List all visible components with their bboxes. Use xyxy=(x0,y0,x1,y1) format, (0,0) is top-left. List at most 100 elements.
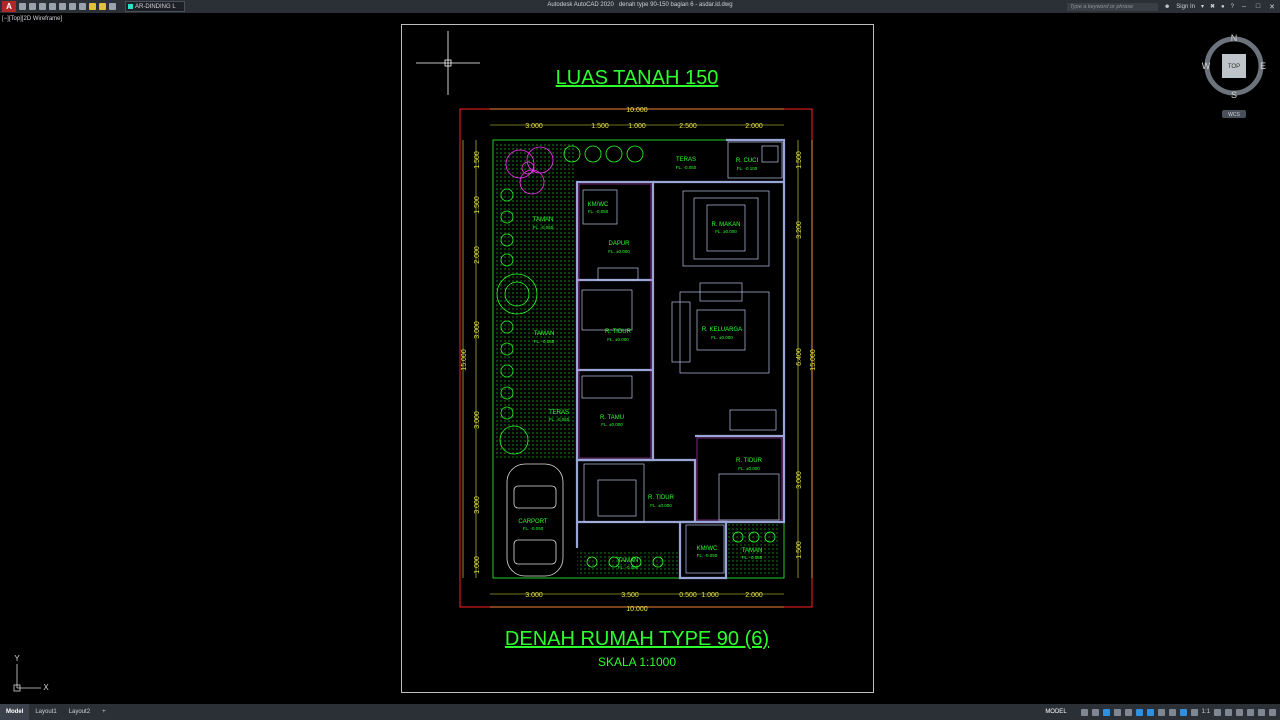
tab-layout1[interactable]: Layout1 xyxy=(35,709,57,715)
status-tools: MODEL 1:1 xyxy=(1045,704,1276,720)
lineweight-icon[interactable] xyxy=(1157,708,1165,716)
dim-top-2: 1.500 xyxy=(591,123,609,130)
undo-icon[interactable] xyxy=(69,3,76,10)
viewcube[interactable]: TOP N S E W WCS xyxy=(1202,33,1266,118)
sign-in-link[interactable]: Sign In xyxy=(1176,3,1195,10)
save-icon[interactable] xyxy=(39,3,46,10)
isodraft-icon[interactable] xyxy=(1124,708,1132,716)
dim-bottom-3: 0.500 xyxy=(679,592,697,599)
room-level-bath-1: FL. -0.050 xyxy=(588,209,609,214)
room-level-bedroom-1: FL. ±0.000 xyxy=(607,337,629,342)
autocad-logo-icon[interactable]: A xyxy=(2,1,16,12)
dim-left-3: 2.000 xyxy=(474,246,481,264)
redo-icon[interactable] xyxy=(79,3,86,10)
hardware-acceleration-icon[interactable] xyxy=(1247,708,1254,716)
layer-dropdown[interactable]: AR-DINDING L xyxy=(125,1,185,12)
compass-e[interactable]: E xyxy=(1260,61,1266,71)
garden-hatch xyxy=(495,142,575,458)
user-icon[interactable]: ☻ xyxy=(1163,3,1171,10)
annotation-visibility-icon[interactable] xyxy=(1190,708,1198,716)
side-garden-hatch xyxy=(728,522,780,574)
viewcube-top-label: TOP xyxy=(1228,64,1240,70)
viewcube-face[interactable] xyxy=(1222,54,1246,78)
room-level-family: FL. ±0.000 xyxy=(711,335,733,340)
tab-model[interactable]: Model xyxy=(0,704,30,720)
room-name-carport: CARPORT xyxy=(518,519,548,525)
bottom-title: DENAH RUMAH TYPE 90 (6) xyxy=(505,628,769,650)
dim-left-total: 15.000 xyxy=(461,349,468,371)
tab-layout2[interactable]: Layout2 xyxy=(68,709,91,715)
isolate-objects-icon[interactable] xyxy=(1236,708,1243,716)
room-name-bath-2: KM/WC xyxy=(697,546,718,552)
save-as-icon[interactable] xyxy=(49,3,56,10)
object-snap-tracking-icon[interactable] xyxy=(1135,708,1143,716)
selection-cycling-icon[interactable] xyxy=(1179,708,1187,716)
dimension-texts: 10.000 3.000 1.500 1.000 2.500 2.000 3.0… xyxy=(461,107,817,613)
room-name-kitchen: DAPUR xyxy=(608,241,630,247)
restore-button[interactable]: □ xyxy=(1255,3,1261,10)
dim-right-2: 3.200 xyxy=(796,221,803,239)
dim-left-2: 1.500 xyxy=(474,196,481,214)
room-name-garden-1: TAMAN xyxy=(533,217,554,223)
open-file-icon[interactable] xyxy=(29,3,36,10)
exchange-icon[interactable]: ✖ xyxy=(1210,4,1216,10)
room-level-terrace-front: FL. -0.050 xyxy=(549,417,570,422)
furniture xyxy=(581,141,783,574)
room-level-kitchen: FL. ±0.000 xyxy=(608,249,630,254)
grid-icon[interactable] xyxy=(1080,708,1088,716)
dim-left-7: 1.000 xyxy=(474,556,481,574)
room-name-living: R. TAMU xyxy=(600,415,624,421)
rear-garden-hatch xyxy=(577,550,679,575)
wall-hatch xyxy=(578,183,783,521)
compass-n[interactable]: N xyxy=(1231,33,1238,43)
room-name-garden-4: TAMAN xyxy=(618,558,639,564)
viewcube-ring[interactable] xyxy=(1204,36,1264,96)
account-icon[interactable]: ● xyxy=(1221,3,1225,10)
customization-menu-icon[interactable] xyxy=(1269,708,1276,716)
annotation-scale[interactable]: 1:1 xyxy=(1201,709,1210,715)
room-name-dining: R. MAKAN xyxy=(711,222,740,228)
add-icon[interactable] xyxy=(1225,708,1232,716)
room-level-garden-1: FL. -0.050 xyxy=(533,225,554,230)
top-title: LUAS TANAH 150 xyxy=(556,67,719,89)
dimension-lines xyxy=(462,108,813,608)
sun-icon[interactable] xyxy=(99,3,106,10)
wcs-menu[interactable] xyxy=(1222,110,1246,118)
dim-left-6: 3.000 xyxy=(474,496,481,514)
car xyxy=(506,463,564,577)
close-button[interactable]: ✕ xyxy=(1269,3,1275,11)
help-icon[interactable]: ? xyxy=(1230,3,1234,10)
viewport-controls[interactable]: [−][Top][2D Wireframe] xyxy=(2,16,63,22)
room-name-bath-1: KM/WC xyxy=(588,202,609,208)
lock-icon[interactable] xyxy=(109,3,116,10)
dim-bottom-total: 10.000 xyxy=(626,606,648,613)
flowering-plant xyxy=(505,146,554,195)
new-file-icon[interactable] xyxy=(19,3,26,10)
object-snap-icon[interactable] xyxy=(1146,708,1154,716)
dim-right-3: 6.400 xyxy=(796,348,803,366)
room-name-bedroom-3: R. TIDUR xyxy=(648,495,675,501)
compass-s[interactable]: S xyxy=(1231,90,1237,100)
compass-w[interactable]: W xyxy=(1202,61,1211,71)
snap-icon[interactable] xyxy=(1091,708,1099,716)
search-input[interactable]: Type a keyword or phrase xyxy=(1066,2,1158,11)
settings-gear-icon[interactable] xyxy=(1214,708,1221,716)
add-layout-button[interactable]: + xyxy=(102,709,106,715)
layer-name: AR-DINDING L xyxy=(135,3,176,10)
dim-bottom-4: 1.000 xyxy=(701,592,719,599)
wcs-label: WCS xyxy=(1228,112,1240,118)
room-level-bedroom-2: FL. ±0.000 xyxy=(738,466,760,471)
polar-icon[interactable] xyxy=(1113,708,1121,716)
minimize-button[interactable]: – xyxy=(1242,3,1246,10)
light-bulb-icon[interactable] xyxy=(89,3,96,10)
dim-left-4: 3.000 xyxy=(474,321,481,339)
model-space-label[interactable]: MODEL xyxy=(1045,709,1067,715)
plot-icon[interactable] xyxy=(59,3,66,10)
chevron-down-icon[interactable]: ▾ xyxy=(1200,4,1204,10)
ortho-icon[interactable] xyxy=(1102,708,1110,716)
dim-top-3: 1.000 xyxy=(628,123,646,130)
room-level-bath-2: FL. -0.050 xyxy=(697,553,718,558)
transparency-icon[interactable] xyxy=(1168,708,1176,716)
clean-screen-icon[interactable] xyxy=(1258,708,1265,716)
